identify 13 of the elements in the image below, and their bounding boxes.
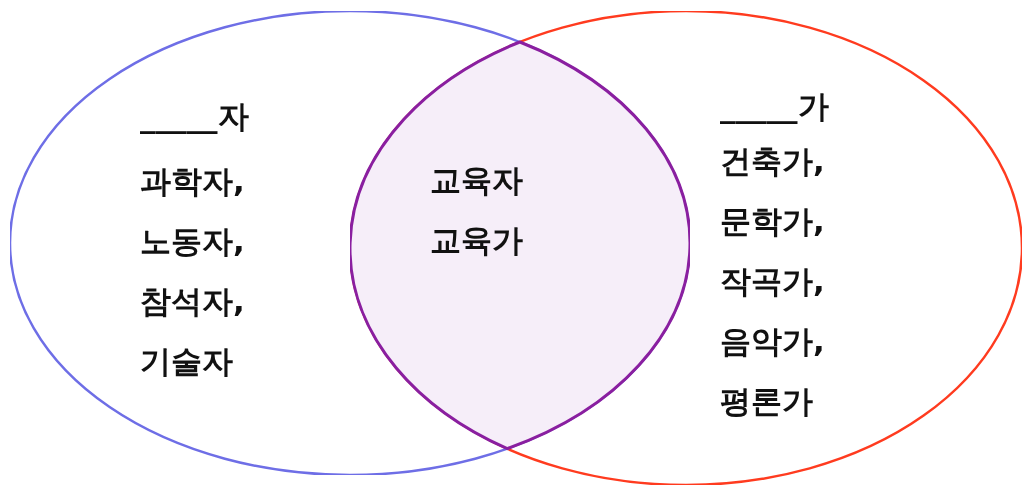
word-item: 음악가, [720,326,825,357]
word-item: 교육가 [430,225,523,256]
word-item: 작곡가, [720,266,825,297]
word-item: 평론가 [720,386,813,417]
word-item: 건축가, [720,146,825,177]
word-item: 과학자, [140,166,245,197]
word-item: 노동자, [140,226,245,257]
word-item: 교육자 [430,165,523,196]
set-heading: _____자 [140,101,249,132]
set-heading: _____가 [720,91,829,122]
word-item: 기술자 [140,346,233,377]
word-item: 문학가, [720,206,825,237]
word-item: 참석자, [140,286,245,317]
